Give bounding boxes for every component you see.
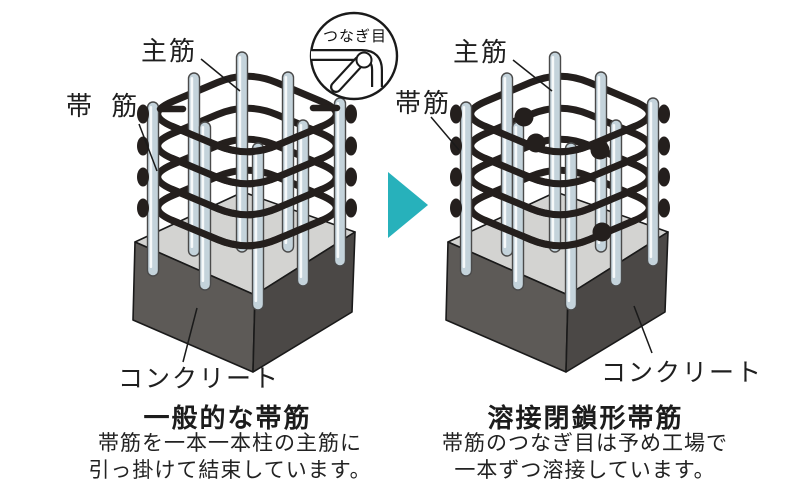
hoop-front-arcs [450, 104, 670, 250]
main-bar-highlight [503, 77, 507, 248]
leader-line [430, 116, 460, 151]
right-description-line2: 一本ずつ溶接しています。 [454, 459, 716, 483]
main-bar-highlight [254, 147, 258, 302]
weld-dot [592, 222, 612, 242]
left-concrete-label: コンクリート [118, 365, 281, 393]
weld-dot [514, 107, 534, 127]
left-description-line1: 帯筋を一本一本柱の主筋に [98, 432, 362, 455]
main-bar-highlight [567, 147, 571, 302]
main-bar [646, 97, 660, 267]
main-bar [609, 119, 623, 287]
hoop-corner-wrap [450, 198, 462, 218]
hoop-front-arc [169, 123, 325, 156]
left-main-bar-label: 主筋 [141, 36, 198, 66]
left-description: 帯筋を一本一本柱の主筋に 引っ掛けて結束しています。 [15, 430, 445, 485]
main-bar [251, 142, 265, 311]
hoop-corner-wrap [345, 198, 357, 218]
hoop-front-arc [169, 186, 325, 219]
hoop-front-arc [482, 155, 638, 188]
leader-line [512, 59, 553, 92]
leader-line [182, 307, 198, 363]
left-description-line2: 引っ掛けて結束しています。 [88, 459, 372, 483]
hoop-corner-wrap [658, 136, 670, 156]
joint-inset-label: つなぎ目 [322, 28, 387, 45]
leader-line [138, 123, 158, 172]
hoop-corner-wrap [658, 198, 670, 218]
main-bar [296, 119, 310, 287]
main-bar-highlight [649, 102, 653, 258]
hoop-front-arcs [137, 104, 357, 250]
right-title: 溶接閉鎖形帯筋 [487, 403, 684, 433]
main-bar-highlight [336, 102, 340, 258]
right-description-line1: 帯筋のつなぎ目は予め工場で [442, 432, 728, 455]
hoop-corner-wrap [658, 167, 670, 187]
joint-inset [309, 11, 399, 101]
main-bar [281, 71, 295, 253]
hoop-corner-wrap [137, 198, 149, 218]
hoop-corner-wrap [137, 104, 149, 124]
leader-lines [138, 58, 653, 363]
concrete-right-face [565, 231, 669, 373]
column-illustration-welded [445, 51, 670, 373]
left-hoop-label: 帯 筋 [66, 91, 140, 121]
main-bar-highlight [149, 106, 153, 268]
hoop-corner-wrap [137, 167, 149, 187]
main-bar [146, 101, 160, 277]
hook-tail-core [332, 58, 363, 91]
concrete-right-face [252, 231, 356, 373]
leader-line [200, 58, 241, 92]
hoop-corner-wrap [345, 104, 357, 124]
main-bar-highlight [284, 76, 288, 244]
main-bar-cross-section [355, 51, 373, 69]
right-hoop-label: 帯筋 [395, 88, 452, 118]
main-bar [333, 97, 347, 267]
main-bar-highlight [190, 77, 194, 248]
right-main-bar-label: 主筋 [453, 37, 510, 67]
main-bar-highlight [462, 106, 466, 268]
hoop-front-arc [482, 186, 638, 219]
right-description: 帯筋のつなぎ目は予め工場で 一本ずつ溶接しています。 [370, 430, 800, 485]
main-bar [564, 142, 578, 311]
hoop-front-arc [482, 217, 638, 250]
main-bar-highlight [597, 76, 601, 244]
leader-line [633, 305, 653, 354]
weld-dot [526, 133, 546, 153]
hoop-corner-wrap [450, 104, 462, 124]
hoop-corner-wrap [345, 136, 357, 156]
hoop-front-arc [169, 217, 325, 250]
weld-dot [590, 140, 610, 160]
column-illustration-hooked [132, 51, 357, 373]
hoop-corner-wrap [345, 167, 357, 187]
right-concrete-label: コンクリート [601, 359, 764, 387]
hoop-corner-wrap [658, 104, 670, 124]
hoop-corner-wrap [450, 167, 462, 187]
hoop-front-arc [169, 155, 325, 188]
right-arrow-icon [388, 172, 428, 238]
main-bar [459, 101, 473, 277]
left-title: 一般的な帯筋 [143, 403, 312, 433]
